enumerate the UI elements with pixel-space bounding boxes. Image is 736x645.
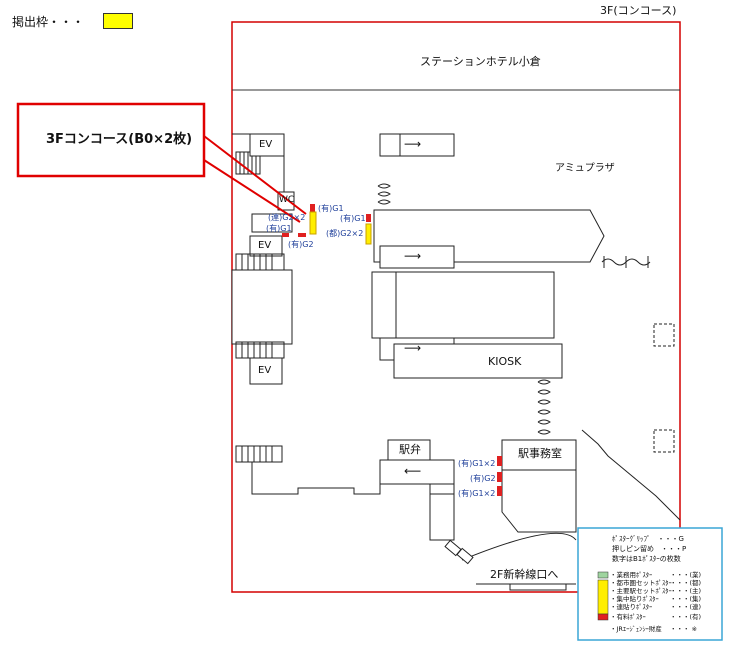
legend-item-label: ・主要駅セットﾎﾟｽﾀｰ bbox=[610, 587, 672, 595]
office-label: 駅事務室 bbox=[518, 447, 562, 460]
callout-box bbox=[16, 102, 206, 178]
poster-marker-left-g1 bbox=[310, 204, 315, 212]
legend-item-code: ・・・(業) bbox=[670, 571, 702, 579]
escalator-arrow-low: ⟶ bbox=[404, 341, 422, 355]
escalator-arrow-top: ⟶ bbox=[404, 137, 422, 151]
escalator-arrow-bottom: ⟵ bbox=[404, 464, 422, 478]
dotted-block-top bbox=[429, 483, 455, 495]
poster-marker-left-g1b bbox=[282, 233, 289, 237]
legend-item-label: ・連貼りﾎﾟｽﾀｰ bbox=[610, 603, 653, 611]
poster-label-office-1: (有)G1×2 bbox=[458, 459, 496, 468]
shinkansen-label: 2F新幹線口へ bbox=[490, 568, 559, 581]
legend-item-code: ・・・ ※ bbox=[670, 625, 698, 633]
floor-label: 3F(コンコース) bbox=[600, 4, 677, 17]
legend-item-label: ・都市圏セットﾎﾟｽﾀｰ bbox=[610, 579, 672, 587]
poster-marker-mid-to bbox=[365, 223, 372, 245]
legend-item-label: ・集中貼りﾎﾟｽﾀｰ bbox=[610, 595, 659, 603]
poster-label-left-ren: (連)G2×2 bbox=[268, 213, 306, 222]
wc-label: WC bbox=[279, 195, 295, 205]
legend-item-label: ・有料ﾎﾟｽﾀｰ bbox=[610, 613, 646, 621]
ekiben-label: 駅弁 bbox=[399, 443, 421, 456]
ticket-gates bbox=[581, 429, 681, 521]
legend-item-code: ・・・(主) bbox=[670, 587, 702, 595]
bottom-left-wall bbox=[251, 460, 381, 495]
escalator-arrow-mid: ⟶ bbox=[404, 249, 422, 263]
connector-top bbox=[377, 183, 391, 205]
legend-box bbox=[577, 527, 723, 641]
hotel-label: ステーションホテル小倉 bbox=[420, 55, 541, 68]
diag-pillar-2 bbox=[456, 547, 474, 565]
poster-label-office-3: (有)G1×2 bbox=[458, 489, 496, 498]
legend-swatch-yellow bbox=[597, 579, 609, 615]
callout-pointer bbox=[203, 135, 307, 223]
ev-top-label: EV bbox=[259, 139, 273, 150]
dotted-block bbox=[429, 493, 455, 541]
legend-item-label: ・業務用ﾎﾟｽﾀｰ bbox=[610, 571, 653, 579]
pillar-right-2 bbox=[653, 429, 675, 453]
legend-title: 掲出枠・・・ bbox=[12, 15, 85, 29]
poster-marker-mid-g1 bbox=[366, 214, 371, 222]
poster-label-left-g2: (有)G2 bbox=[288, 240, 314, 249]
office-shape bbox=[501, 439, 577, 533]
pillar-right-1 bbox=[653, 323, 675, 347]
center-block bbox=[371, 271, 555, 339]
left-block bbox=[251, 213, 293, 233]
legend-item-code: ・・・(連) bbox=[670, 603, 702, 611]
ev-mid-label: EV bbox=[258, 240, 272, 251]
poster-label-left-g1-top: (有)G1 bbox=[318, 204, 344, 213]
poster-marker-left-g2 bbox=[298, 233, 306, 237]
legend-line-3: 数字はB1ﾎﾟｽﾀｰの枚数 bbox=[612, 555, 681, 563]
ev-low-box bbox=[249, 357, 283, 385]
legend-item-code: ・・・(集) bbox=[670, 595, 702, 603]
kiosk-box bbox=[393, 343, 563, 379]
poster-label-left-g1-bottom: (有)G1 bbox=[266, 224, 292, 233]
poster-label-office-2: (有)G2 bbox=[470, 474, 496, 483]
legend-item-label: ・JRｴｰｼﾞｪﾝｼｰ財産 bbox=[610, 625, 662, 633]
ev-low-label: EV bbox=[258, 365, 272, 376]
legend-item-code: ・・・(有) bbox=[670, 613, 702, 621]
escalator-mid bbox=[379, 245, 455, 269]
amu-label: アミュプラザ bbox=[555, 163, 615, 174]
legend-line-2: 押しピン留め ・・・P bbox=[612, 545, 687, 553]
connector-mid bbox=[537, 379, 551, 435]
poster-marker-office-2 bbox=[497, 472, 502, 482]
kiosk-label: KIOSK bbox=[488, 355, 522, 368]
poster-marker-office-1 bbox=[497, 456, 502, 466]
poster-marker-left-yellow bbox=[309, 211, 317, 235]
poster-label-mid-to: (都)G2×2 bbox=[326, 229, 364, 238]
gate-arc bbox=[461, 532, 577, 561]
shinkansen-stairs bbox=[509, 583, 567, 591]
legend-swatch-business bbox=[597, 571, 609, 579]
legend-swatch-paid bbox=[597, 613, 609, 621]
stairs-bottom-left bbox=[235, 445, 283, 463]
poster-marker-office-3 bbox=[497, 486, 502, 496]
legend-line-1: ﾎﾟｽﾀｰｸﾞﾘｯﾌﾟ ・・・G bbox=[612, 535, 684, 543]
escalator-bottom bbox=[379, 459, 455, 485]
left-wall-block bbox=[231, 269, 293, 345]
callout-text: 3Fコンコース(B0×2枚) bbox=[46, 132, 193, 147]
legend-item-code: ・・・(都) bbox=[670, 579, 702, 587]
frame-swatch bbox=[103, 13, 133, 29]
escalator-top-outline bbox=[379, 134, 401, 157]
poster-label-mid-g1: (有)G1 bbox=[340, 214, 366, 223]
